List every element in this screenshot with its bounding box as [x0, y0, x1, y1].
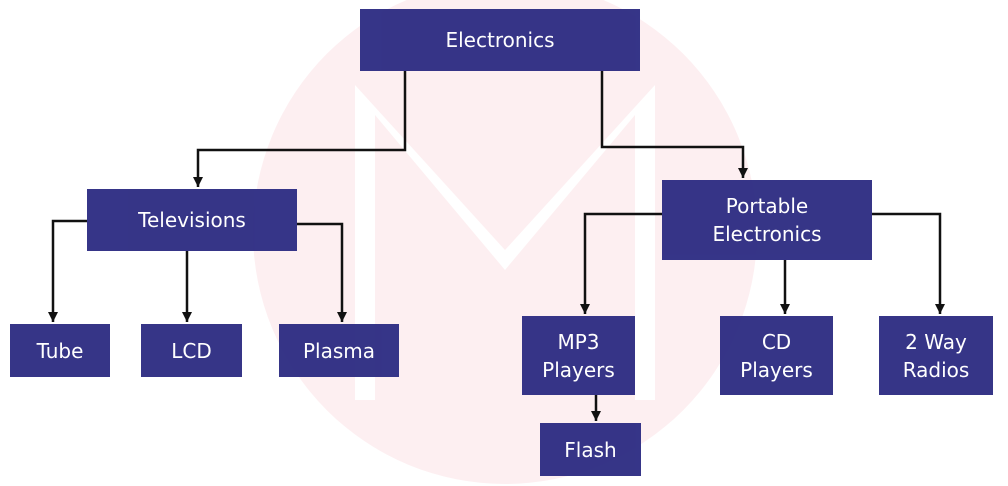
- edge-televisions-plasma: [297, 222, 347, 322]
- edge-electronics-televisions: [193, 71, 407, 187]
- node-mp3-players: MP3 Players: [522, 316, 635, 395]
- node-plasma: Plasma: [279, 324, 399, 377]
- node-2-way-radios: 2 Way Radios: [879, 316, 993, 395]
- connectors: [48, 71, 945, 421]
- node-portable-electronics: Portable Electronics: [662, 180, 872, 260]
- edge-portable-mp3: [580, 212, 662, 314]
- node-cd-players: CD Players: [720, 316, 833, 395]
- node-electronics: Electronics: [360, 9, 640, 71]
- edge-electronics-portable: [600, 71, 748, 178]
- node-flash: Flash: [540, 423, 641, 476]
- edge-portable-radios: [872, 212, 945, 314]
- node-lcd: LCD: [141, 324, 242, 377]
- node-tube: Tube: [10, 324, 110, 377]
- node-televisions: Televisions: [87, 189, 297, 251]
- edge-televisions-tube: [48, 219, 87, 322]
